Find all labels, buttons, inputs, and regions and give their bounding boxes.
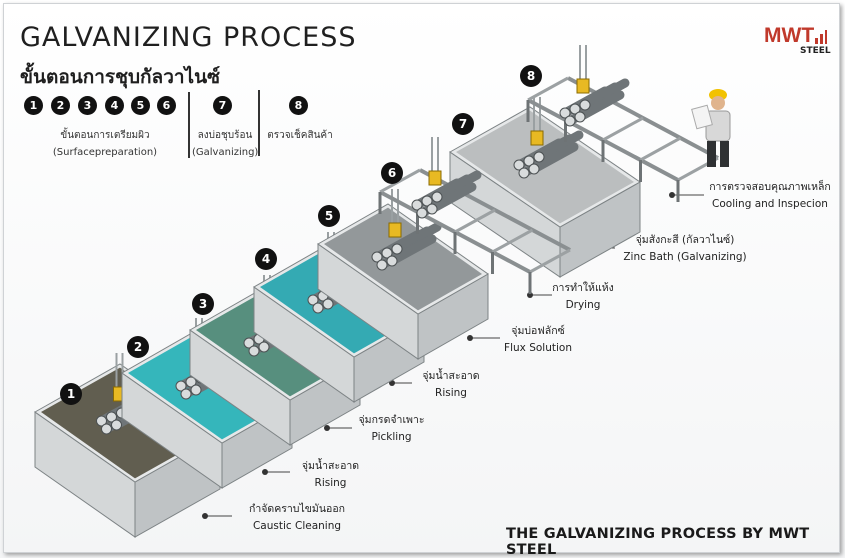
legend-badge-2: 2 [51,96,70,115]
step-badge-8: 8 [520,65,542,87]
leader-dot-1 [202,513,208,519]
step-5-label-th: จุ่มบ่อฟลักซ์ [511,325,565,337]
step-badge-6: 6 [381,162,403,184]
step-badge-2: 2 [127,336,149,358]
worker-clipboard-icon [691,104,713,130]
step-2-label-en: Rising [314,477,347,489]
leader-dot-2 [262,469,268,475]
legend-badge-3: 3 [78,96,97,115]
step-4-label-th: จุ่มน้ำสะอาด [422,370,480,382]
legend-badge-5: 5 [131,96,150,115]
legend-badge-8: 8 [289,96,308,115]
pipe-bundle-5 [371,189,442,271]
rack-8-bar-3 [602,116,644,142]
legend-badge-6: 6 [157,96,176,115]
step-8-label-th: การตรวจสอบคุณภาพเหล็ก [709,181,831,193]
rack-8-bar-1 [527,76,569,102]
rack-6-bar-3 [454,208,496,234]
worker-leg-right-icon [720,141,729,167]
rack-8-bar-4 [639,136,682,162]
worker-head-icon [711,96,725,110]
footer-caption: THE GALVANIZING PROCESS BY MWT STEEL [506,526,810,558]
pipe-bundle-6 [411,137,482,219]
rack-6-bar-1 [379,168,421,194]
step-6-label-th: การทำให้แห้ง [552,282,614,294]
legend-group2-en: (Galvanizing) [192,147,259,158]
legend-badge-4: 4 [105,96,124,115]
step-4-label-en: Rising [435,387,467,399]
step-badge-5: 5 [318,205,340,227]
step-6-label-en: Drying [565,299,601,311]
leader-dot-3 [324,425,330,431]
step-3-label-th: จุ่มกรดจำเพาะ [358,414,425,426]
leader-dot-5 [467,335,473,341]
step-2-label-th: จุ่มน้ำสะอาด [301,460,360,472]
pipe-bundle-8 [559,45,630,127]
logo-bars-icon [815,30,827,44]
step-5-label-en: Flux Solution [504,342,572,354]
page-title: GALVANIZING PROCESS [20,22,357,53]
legend-group1-en: (Surfacepreparation) [52,147,158,158]
brand-logo: MWT [764,24,815,47]
step-1-label-th: กำจัดคราบไขมันออก [249,503,345,515]
frame-border [3,3,840,553]
worker-leg-left-icon [707,141,716,167]
step-3-label-en: Pickling [371,431,412,443]
step-7-label-th: จุ่มสังกะสี (กัลวาไนซ์) [635,234,735,246]
page-subtitle: ขั้นตอนการชุบกัลวาไนซ์ [20,66,220,88]
rack-6-bar-4 [491,228,534,254]
step-1-label-en: Caustic Cleaning [252,520,342,532]
legend-divider-2 [258,90,260,156]
rack-6-bar-5 [529,248,571,274]
step-8-label-en: Cooling and Inspecion [712,198,828,210]
step-badge-3: 3 [192,293,214,315]
step-7-label-en: Zinc Bath (Galvanizing) [623,251,747,263]
step-badge-1: 1 [60,383,82,405]
pipe-bundle-7 [513,97,584,179]
legend-badge-1: 1 [24,96,43,115]
legend-group2-th: ลงบ่อชุบร้อน [197,130,253,141]
brand-logo-sub: STEEL [800,46,831,56]
legend-badge-7: 7 [213,96,232,115]
leader-dot-8 [669,192,675,198]
step-badge-7: 7 [452,113,474,135]
step-badge-4: 4 [255,248,277,270]
legend-divider-1 [188,92,190,158]
legend-group1-th: ขั้นตอนการเตรียมผิว [60,130,150,141]
legend-group3-th: ตรวจเช็คสินค้า [267,130,333,141]
